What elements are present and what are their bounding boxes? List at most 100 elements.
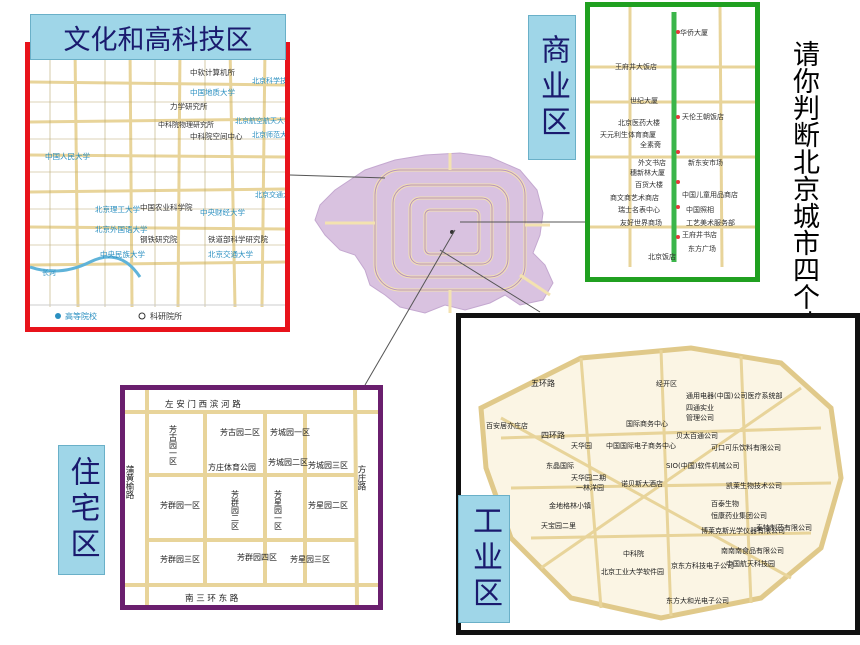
place-label: 中国航天科技园 [726, 559, 775, 568]
place-label: 可口可乐饮料有限公司 [711, 443, 781, 452]
place-label: 钢铁研究院 [140, 234, 178, 244]
place-label: 恒康药业集团公司 [711, 511, 767, 520]
place-label: 北京师范大学 [252, 130, 285, 139]
place-label: 北京工业大学软件园 [601, 567, 664, 576]
place-label: 京东方科技电子公司 [671, 561, 734, 570]
place-label: 外文书店 [638, 158, 666, 167]
place-label: 北京航空航天大学 [235, 116, 285, 125]
place-label: 四通实业 [686, 403, 714, 412]
river [30, 255, 142, 278]
place-label: 商文商艺术商店 [610, 193, 659, 202]
place-label: 一林洋园 [576, 483, 604, 492]
block-label: 芳古园二区 [220, 427, 260, 437]
city-center-point [450, 230, 454, 234]
place-label: 北京外国语大学 [95, 224, 148, 234]
commerce-label-text: 商业区 [535, 33, 570, 142]
place-label: 中国国际电子商务中心 [606, 441, 676, 450]
place-label: 天伦王朝饭店 [682, 112, 724, 121]
residential-label: 住宅区 [58, 445, 105, 575]
culture-map-svg: 中软计算机所 北京科学技大学 中国地质大学 力学研究所 北京航空航天大学 中科院… [30, 47, 285, 327]
place-label: 中国照相 [686, 205, 714, 214]
place-label: 通用电器(中国)公司医疗系统部 [686, 391, 782, 400]
commerce-map-svg: 华侨大厦 王府井大饭店 世纪大厦 北京医药大楼 天伦王朝饭店 天元利生体育商厦 … [590, 7, 755, 277]
legend-institute: 科研院所 [150, 311, 182, 321]
block-label: 芳群园四区 [237, 552, 277, 562]
place-label: 中科院物理研究所 [158, 120, 214, 129]
residential-label-text: 住宅区 [64, 456, 100, 564]
culture-district-map: 中软计算机所 北京科学技大学 中国地质大学 力学研究所 北京航空航天大学 中科院… [25, 42, 290, 332]
place-label: 力学研究所 [170, 101, 208, 111]
place-label: 中国儿童用品商店 [682, 190, 738, 199]
district-outline [478, 345, 844, 621]
industrial-map-svg: 经开区 通用电器(中国)公司医疗系统部 四通实业 管理公司 百安居亦庄店 国际商… [461, 318, 855, 630]
road-label: 五环路 [531, 378, 555, 388]
block-label: 方庄体育公园 [208, 462, 256, 472]
place-label: 王府井书店 [682, 230, 717, 239]
place-label: 中科院空间中心 [190, 131, 243, 141]
city-center-map [305, 135, 560, 320]
place-label: 北京理工大学 [95, 204, 140, 214]
legend-university: 高等院校 [65, 311, 97, 321]
place-label: 百安居亦庄店 [486, 421, 528, 430]
place-label: 南南南食品有限公司 [721, 546, 784, 555]
block-label: 芳星园二区 [308, 500, 348, 510]
place-label: 天华园 [571, 441, 592, 450]
place-label: 中央民族大学 [100, 249, 145, 259]
block-label: 芳城园二区 [268, 457, 308, 467]
block-label: 芳群园三区 [160, 554, 200, 564]
road-label: 方庄路 [356, 464, 366, 491]
place-label: 贝太百通公司 [676, 431, 718, 440]
place-label: 中央财经大学 [200, 207, 245, 217]
place-label: 天华园二期 [571, 473, 606, 482]
place-label: SIO(中国)软件机械公司 [666, 461, 739, 470]
place-label: 东方大和光电子公司 [666, 596, 729, 605]
place-label: 中国人民大学 [45, 151, 90, 161]
block-label: 芳城园三区 [308, 460, 348, 470]
road-label: 蒲黄榆路 [125, 464, 134, 500]
place-label: 友好世界商场 [620, 218, 662, 227]
road-label: 四环路 [541, 430, 565, 440]
place-label: 王府井大饭店 [615, 62, 657, 71]
industrial-district-map: 经开区 通用电器(中国)公司医疗系统部 四通实业 管理公司 百安居亦庄店 国际商… [456, 313, 860, 635]
place-label: 天元利生体育商厦 [600, 130, 656, 139]
place-label: 北京交通大学 [255, 190, 285, 199]
residential-district-map: 左 安 门 西 滨 河 路 南 三 环 东 路 蒲黄榆路 方庄路 芳古园一区 芳… [120, 385, 383, 610]
place-label: 中国农业科学院 [140, 202, 193, 212]
road-label: 左 安 门 西 滨 河 路 [165, 399, 241, 410]
place-label: 北京医药大楼 [618, 118, 660, 127]
block-label: 芳群园二区 [231, 489, 240, 530]
block-label: 芳群园一区 [160, 500, 200, 510]
place-label: 穗新林大厦 [630, 168, 665, 177]
place-label: 诺贝斯大酒店 [621, 479, 663, 488]
block-label: 芳星园一区 [274, 489, 283, 530]
place-label: 工艺美术服务部 [686, 218, 735, 227]
place-label: 北京交通大学 [208, 249, 253, 259]
block-label: 芳星园三区 [290, 554, 330, 564]
residential-map-svg: 左 安 门 西 滨 河 路 南 三 环 东 路 蒲黄榆路 方庄路 芳古园一区 芳… [125, 390, 378, 605]
commerce-label: 商业区 [528, 15, 576, 160]
industrial-label-text: 工业区 [467, 505, 502, 613]
place-label: 百货大楼 [635, 180, 663, 189]
river-label: 长河 [42, 268, 56, 277]
culture-label: 文化和高科技区 [30, 14, 286, 60]
place-label: 中国地质大学 [190, 87, 235, 97]
road-label: 南 三 环 东 路 [185, 593, 239, 604]
place-label: 中科院 [623, 549, 644, 558]
industrial-label: 工业区 [458, 495, 510, 623]
place-label: 东晶国际 [546, 461, 574, 470]
place-label: 新东安市场 [688, 158, 723, 167]
culture-label-text: 文化和高科技区 [63, 24, 253, 56]
place-label: 瑞士名表中心 [618, 205, 660, 214]
place-label: 百泰生物 [711, 499, 739, 508]
place-label: 博莱克斯光学仪器有限公司 [701, 526, 785, 535]
place-label: 东方广场 [688, 244, 716, 253]
place-label: 北京科学技大学 [252, 76, 285, 85]
place-label: 金地格林小镇 [549, 501, 591, 510]
commerce-district-map: 华侨大厦 王府井大饭店 世纪大厦 北京医药大楼 天伦王朝饭店 天元利生体育商厦 … [585, 2, 760, 282]
place-label: 世纪大厦 [630, 96, 658, 105]
place-label: 国际商务中心 [626, 419, 668, 428]
place-label: 北京饭店 [648, 252, 676, 261]
place-label: 泰特制药有限公司 [756, 523, 812, 532]
place-label: 天宝园二里 [541, 521, 576, 530]
place-label: 全素斋 [640, 140, 661, 149]
